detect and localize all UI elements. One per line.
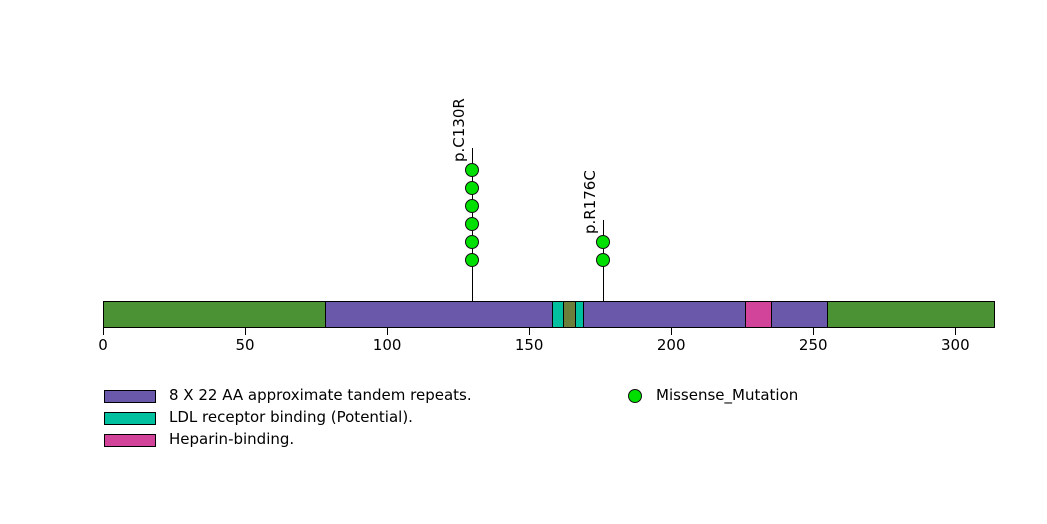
mutation-marker[interactable] bbox=[465, 199, 480, 213]
legend-swatch bbox=[104, 434, 156, 447]
axis-tick-label: 300 bbox=[940, 336, 970, 354]
axis-tick bbox=[955, 328, 957, 335]
domain-segment[interactable] bbox=[745, 302, 772, 327]
legend-mutation-dot bbox=[628, 389, 642, 403]
legend-label: Heparin-binding. bbox=[169, 430, 295, 448]
axis-tick-label: 250 bbox=[798, 336, 828, 354]
legend-mutation-label: Missense_Mutation bbox=[656, 386, 799, 404]
mutation-marker[interactable] bbox=[465, 217, 480, 231]
legend-swatch bbox=[104, 390, 156, 403]
mutation-label: p.C130R bbox=[450, 98, 469, 162]
protein-backbone bbox=[103, 301, 996, 328]
axis-tick bbox=[245, 328, 247, 335]
axis-tick-label: 200 bbox=[656, 336, 686, 354]
axis-tick bbox=[529, 328, 531, 335]
axis-tick-label: 50 bbox=[235, 336, 255, 354]
mutation-marker[interactable] bbox=[465, 253, 480, 267]
axis-tick bbox=[671, 328, 673, 335]
axis-tick-label: 100 bbox=[372, 336, 402, 354]
axis-tick-label: 0 bbox=[98, 336, 108, 354]
legend-label: LDL receptor binding (Potential). bbox=[169, 408, 413, 426]
mutation-label: p.R176C bbox=[581, 170, 600, 234]
axis-tick bbox=[103, 328, 104, 335]
axis-tick-label: 150 bbox=[514, 336, 544, 354]
axis-tick bbox=[813, 328, 815, 335]
mutation-marker[interactable] bbox=[465, 163, 480, 177]
domain-segment[interactable] bbox=[574, 302, 585, 327]
mutation-marker[interactable] bbox=[465, 181, 480, 195]
mutation-marker[interactable] bbox=[596, 235, 611, 249]
mutation-marker[interactable] bbox=[596, 253, 611, 267]
legend-label: 8 X 22 AA approximate tandem repeats. bbox=[169, 386, 472, 404]
axis-tick bbox=[387, 328, 389, 335]
mutation-marker[interactable] bbox=[465, 235, 480, 249]
legend-swatch bbox=[104, 412, 156, 425]
